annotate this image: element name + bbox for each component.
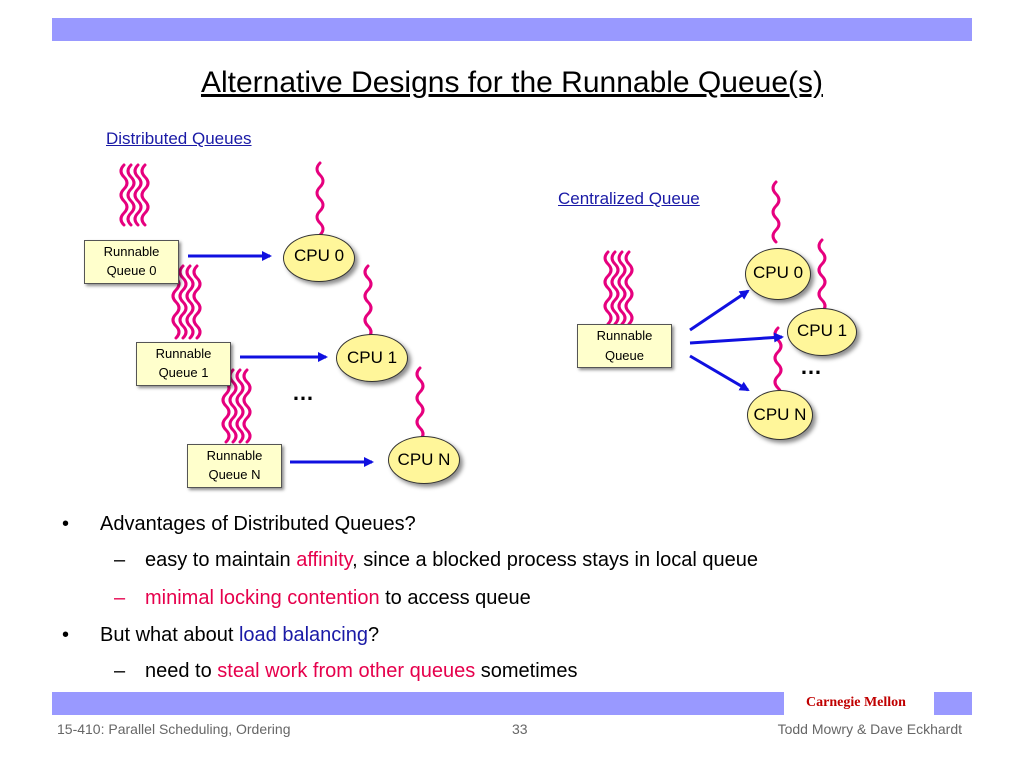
sub-bullet-3-post: sometimes — [475, 660, 578, 682]
footer-course: 15-410: Parallel Scheduling, Ordering — [57, 721, 291, 737]
sub-bullet-3-highlight: steal work from other queues — [217, 660, 476, 682]
sub-bullet-1: easy to maintain affinity, since a block… — [145, 549, 758, 572]
cpu-n-label: CPU N — [397, 450, 451, 469]
top-bar — [52, 18, 972, 41]
bottom-bar-right — [934, 692, 972, 715]
queue-1-line1: Runnable — [155, 346, 212, 361]
runnable-queue-1: Runnable Queue 1 — [136, 342, 231, 386]
sub-bullet-3-pre: need to — [145, 660, 218, 682]
dash-mark-3: – — [114, 660, 126, 682]
queue-n-line1: Runnable — [206, 448, 263, 463]
queue-1-line2: Queue 1 — [158, 365, 209, 380]
central-cpu-n: CPU N — [747, 390, 813, 440]
runnable-central-queue: Runnable Queue — [577, 324, 672, 368]
thread-bundle-queue-0 — [119, 163, 150, 227]
cpu-1: CPU 1 — [336, 334, 408, 382]
cpu-0: CPU 0 — [283, 234, 355, 282]
bullet-2-pre: But what about — [100, 624, 239, 646]
bullet-1-text: Advantages of Distributed Queues? — [100, 513, 416, 535]
sub-bullet-1-highlight: affinity — [296, 549, 353, 571]
thread-bundle-central-queue — [603, 250, 634, 326]
bottom-bar-left — [52, 692, 784, 715]
footer-authors: Todd Mowry & Dave Eckhardt — [777, 721, 962, 737]
runnable-queue-n: Runnable Queue N — [187, 444, 282, 488]
cpu-1-label: CPU 1 — [346, 348, 398, 367]
bullet-2: But what about load balancing? — [100, 624, 379, 647]
central-cpu-1: CPU 1 — [787, 308, 857, 356]
central-cpu-1-label: CPU 1 — [796, 321, 848, 340]
bullet-2-highlight: load balancing — [238, 624, 368, 646]
queue-n-line2: Queue N — [208, 467, 261, 482]
arrow-central-cpu-1 — [689, 332, 784, 345]
footer-page-number: 33 — [512, 721, 528, 737]
thread-central-cpu-1 — [817, 238, 827, 314]
central-cpu-0-label: CPU 0 — [752, 263, 804, 282]
bullet-mark-2: • — [62, 624, 70, 646]
sub-bullet-1-pre: easy to maintain — [145, 549, 297, 571]
cpu-n: CPU N — [388, 436, 460, 484]
sub-bullet-1-post: , since a blocked process stays in local… — [352, 549, 758, 571]
thread-bundle-queue-1 — [171, 264, 202, 340]
thread-cpu-1 — [363, 264, 373, 340]
dash-mark-1: – — [114, 549, 126, 571]
arrow-central-cpu-n — [689, 354, 750, 392]
central-queue-line2: Queue — [604, 348, 645, 363]
sub-bullet-2-post: to access queue — [379, 587, 531, 609]
thread-central-cpu-0 — [771, 180, 781, 244]
bullet-1: Advantages of Distributed Queues? — [100, 513, 416, 536]
central-queue-line1: Runnable — [596, 328, 653, 343]
queue-0-line2: Queue 0 — [106, 263, 157, 278]
sub-bullet-3: need to steal work from other queues som… — [145, 660, 577, 683]
carnegie-mellon-brand: Carnegie Mellon — [784, 692, 928, 714]
centralized-ellipsis: … — [800, 354, 823, 379]
dash-mark-2: – — [114, 587, 126, 609]
bullet-mark-1: • — [62, 513, 70, 535]
arrow-central-cpu-0 — [689, 289, 750, 332]
central-cpu-0: CPU 0 — [745, 248, 811, 300]
sub-bullet-2: minimal locking contention to access que… — [145, 587, 531, 610]
queue-0-line1: Runnable — [103, 244, 160, 259]
thread-cpu-0 — [315, 161, 325, 237]
thread-bundle-queue-n — [221, 368, 252, 444]
cpu-0-label: CPU 0 — [293, 246, 345, 265]
thread-cpu-n — [415, 366, 425, 442]
distributed-ellipsis: … — [292, 380, 315, 405]
centralized-queue-label[interactable]: Centralized Queue — [558, 189, 700, 208]
runnable-queue-0: Runnable Queue 0 — [84, 240, 179, 284]
central-cpu-n-label: CPU N — [753, 405, 807, 424]
distributed-queues-label[interactable]: Distributed Queues — [106, 129, 252, 148]
sub-bullet-2-highlight: minimal locking contention — [145, 587, 380, 609]
bullet-2-post: ? — [367, 624, 380, 646]
slide-title: Alternative Designs for the Runnable Que… — [200, 66, 823, 99]
